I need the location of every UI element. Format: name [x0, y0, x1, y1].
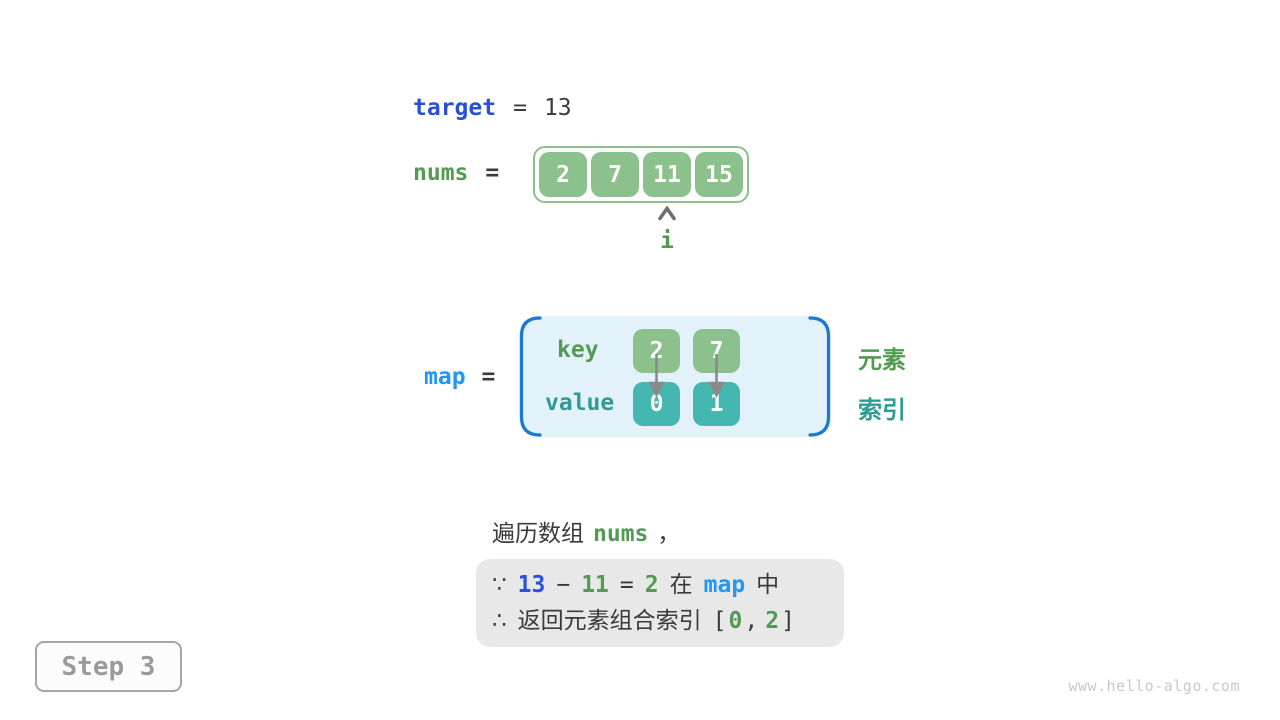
step-badge: Step 3: [35, 641, 182, 692]
bracket-open: [: [712, 608, 727, 634]
bracket-close: ]: [781, 608, 795, 634]
map-value-cell: 0: [633, 382, 680, 426]
index-pair: [ 0 , 2 ]: [713, 604, 795, 639]
caption-row: 遍历数组 nums ，: [492, 514, 680, 548]
map-equals: =: [481, 364, 496, 390]
conclusion-box: ∵ 13 − 11 = 2 在 map 中 ∴ 返回元素组合索引 [ 0 , 2…: [476, 559, 844, 647]
map-key-cell: 7: [693, 329, 740, 373]
because-symbol: ∵: [492, 571, 507, 597]
map-key-cell: 2: [633, 329, 680, 373]
map-code-token: map: [703, 572, 746, 598]
target-equals: =: [513, 95, 527, 121]
map-keyword: map: [424, 364, 466, 390]
legend-element: 元素: [858, 347, 906, 374]
target-row: target = 13: [413, 95, 572, 121]
map-key-label: key: [557, 337, 599, 363]
nums-cell: 2: [539, 152, 587, 197]
map-label-row: map =: [424, 364, 495, 390]
caption-code-nums: nums: [593, 521, 649, 547]
complement-token: 2: [644, 572, 659, 598]
current-value-token: 11: [581, 572, 609, 598]
target-value-token: 13: [517, 572, 546, 598]
nums-label-row: nums =: [413, 160, 499, 186]
watermark: www.hello-algo.com: [1068, 677, 1240, 695]
target-keyword: target: [413, 95, 497, 121]
nums-keyword: nums: [413, 160, 469, 186]
equals-token: =: [619, 572, 634, 598]
therefore-symbol: ∴: [492, 607, 507, 633]
middle-text: 中: [756, 571, 780, 597]
nums-equals: =: [485, 160, 500, 186]
map-container: key value 2 7 0 1: [519, 316, 831, 437]
nums-cell: 15: [695, 152, 743, 197]
legend-index: 索引: [858, 397, 906, 424]
arrow-up-icon: [658, 206, 676, 221]
conclusion-line-therefore: ∴ 返回元素组合索引 [ 0 , 2 ]: [492, 603, 844, 639]
index-pointer-label: i: [660, 228, 674, 254]
index-first: 0: [728, 608, 743, 634]
nums-cell: 11: [643, 152, 691, 197]
return-text: 返回元素组合索引: [517, 607, 702, 633]
minus-token: −: [556, 572, 571, 598]
map-value-label: value: [545, 390, 615, 416]
target-value: 13: [543, 95, 572, 121]
caption-text: 遍历数组: [492, 520, 584, 546]
caption-comma: ，: [657, 520, 681, 546]
nums-array: 2 7 11 15: [533, 146, 749, 203]
map-value-cell: 1: [693, 382, 740, 426]
conclusion-line-because: ∵ 13 − 11 = 2 在 map 中: [492, 567, 844, 603]
nums-cell: 7: [591, 152, 639, 197]
in-text: 在: [669, 571, 693, 597]
index-second: 2: [765, 608, 780, 634]
comma-token: ,: [744, 608, 759, 634]
